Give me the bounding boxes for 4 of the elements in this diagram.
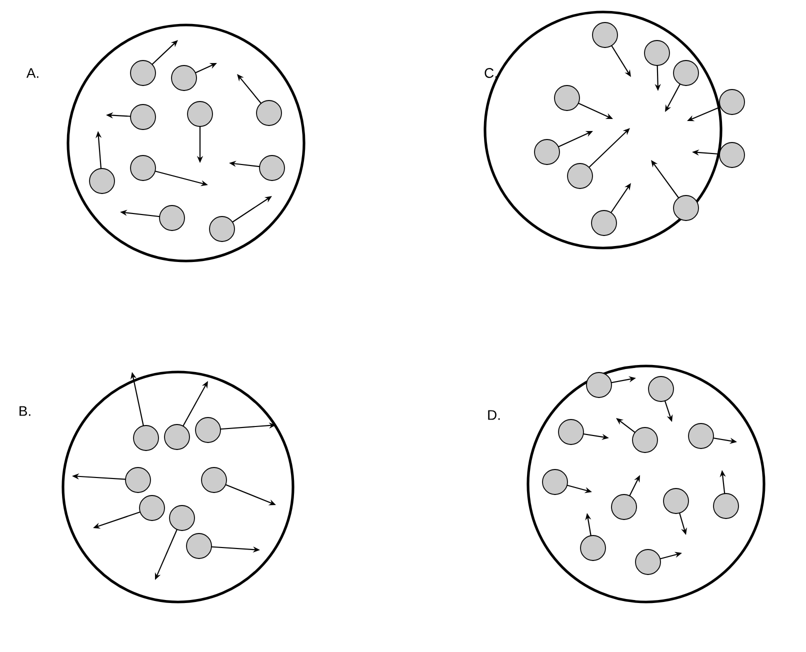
panel-label: B. [20,406,30,416]
panel-label: C. [484,68,497,78]
panel-label: A. [26,68,38,78]
panel-label: D. [488,410,500,420]
